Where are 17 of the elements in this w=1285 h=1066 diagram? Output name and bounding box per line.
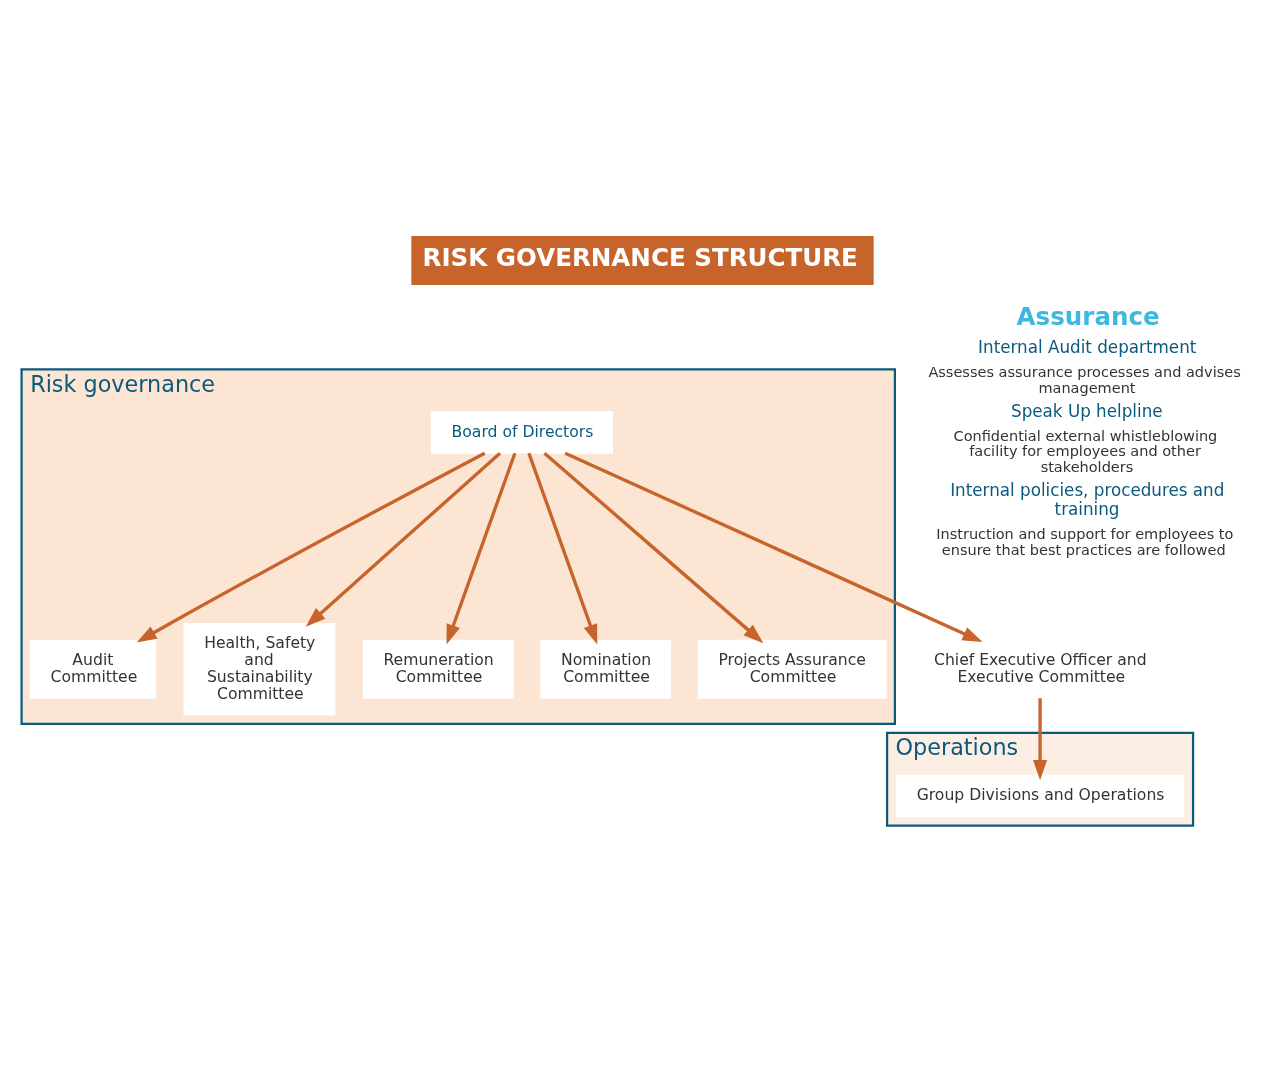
diagram-title: RISK GOVERNANCE STRUCTURE	[422, 242, 858, 272]
node-box: Audit Committee	[29, 639, 157, 699]
node-box: Health, Safety and Sustainability Committee	[183, 622, 336, 716]
node-text: Chief Executive Officer and Executive Committee	[933, 650, 1147, 686]
arrow	[543, 451, 764, 644]
node-box: Nomination Committee	[540, 639, 671, 699]
arrow	[564, 451, 983, 643]
node-box: Remuneration Committee	[362, 639, 514, 699]
node-box: Group Divisions and Operations	[896, 774, 1185, 818]
node-box: Board of Directors	[430, 411, 613, 454]
arrow	[527, 452, 598, 645]
arrow	[1033, 698, 1048, 781]
node-text: Assurance Internal Audit department Assesses assurance processes and advises management Speak Up helpline Confidential external whistleblowing facility for employees and other stakeholders Internal policies, procedures and training Instruction and support for employees to ensure that best practices are followed	[928, 301, 1241, 558]
arrow	[136, 451, 486, 643]
arrow	[305, 451, 502, 627]
node-box: Projects Assurance Committee	[697, 639, 887, 699]
arrow	[446, 452, 517, 645]
